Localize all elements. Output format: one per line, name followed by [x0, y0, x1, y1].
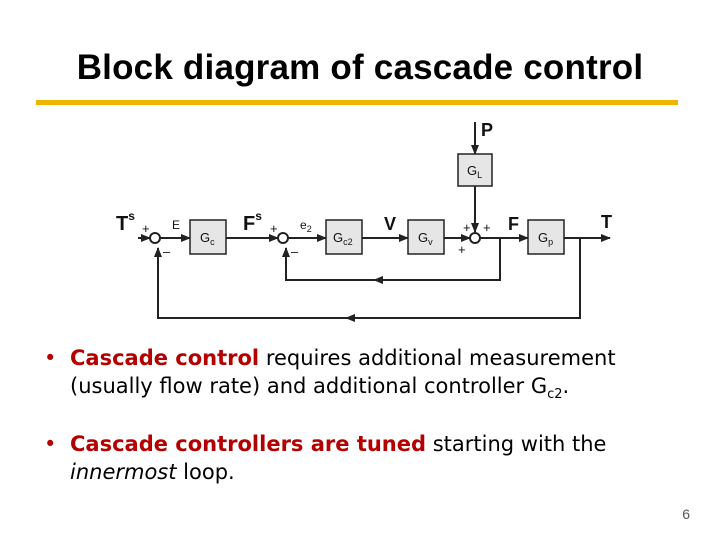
bullet-list: • Cascade control requires additional mea… — [44, 344, 694, 513]
summing-junction-outer — [149, 232, 161, 244]
block-gp — [527, 219, 565, 255]
outer-feedback-line — [154, 238, 581, 319]
slide-title: Block diagram of cascade control — [76, 48, 644, 87]
signal-f: F — [508, 214, 519, 234]
sign-plus-outer: + — [142, 221, 150, 236]
bullet-item-cascade-control: • Cascade control requires additional mea… — [44, 344, 694, 404]
sign-plus-right: + — [483, 220, 491, 235]
block-gv — [407, 219, 445, 255]
sign-plus-inner: + — [270, 221, 278, 236]
bullet-text: starting with the — [426, 432, 607, 457]
sign-minus-inner: – — [291, 244, 299, 259]
block-gl — [457, 153, 493, 187]
inner-feedback-line — [282, 238, 501, 281]
sign-minus-outer: – — [163, 244, 171, 259]
block-gv-label: Gv — [418, 230, 433, 247]
block-gc-label: Gc — [200, 230, 215, 247]
bullet-subscript: c2 — [547, 387, 563, 403]
block-gc2 — [325, 219, 363, 255]
bullet-text: requires additional measurement (usually… — [70, 346, 616, 399]
signal-e: E — [172, 218, 180, 232]
signal-t-output: T — [601, 212, 612, 232]
bullet-emphasis: Cascade controllers are tuned — [70, 432, 427, 457]
summing-junction-inner — [277, 232, 289, 244]
bullet-marker: • — [44, 432, 57, 457]
bullet-item-tuning: • Cascade controllers are tuned starting … — [44, 430, 694, 487]
bullet-text-end: . — [562, 374, 570, 399]
signal-e2: e2 — [300, 218, 312, 234]
sign-plus-top: + — [463, 220, 471, 235]
bullet-emphasis: Cascade control — [70, 346, 260, 370]
block-gp-label: Gp — [538, 230, 553, 247]
block-gc — [189, 219, 227, 255]
signal-v: V — [384, 214, 396, 234]
bullet-marker: • — [44, 346, 57, 370]
block-gl-label: GL — [467, 163, 482, 180]
signal-p: P — [481, 120, 493, 140]
signal-f-setpoint: Fs — [243, 209, 262, 235]
summing-junction-disturbance — [469, 232, 481, 244]
signal-t-setpoint: Ts — [116, 209, 135, 235]
title-underline — [36, 100, 678, 105]
bullet-italic: innermost — [70, 460, 177, 485]
page-number: 6 — [682, 506, 690, 522]
block-gc2-label: Gc2 — [333, 230, 353, 247]
sign-plus-bottom: + — [458, 242, 466, 257]
bullet-text-end: loop. — [176, 460, 235, 485]
